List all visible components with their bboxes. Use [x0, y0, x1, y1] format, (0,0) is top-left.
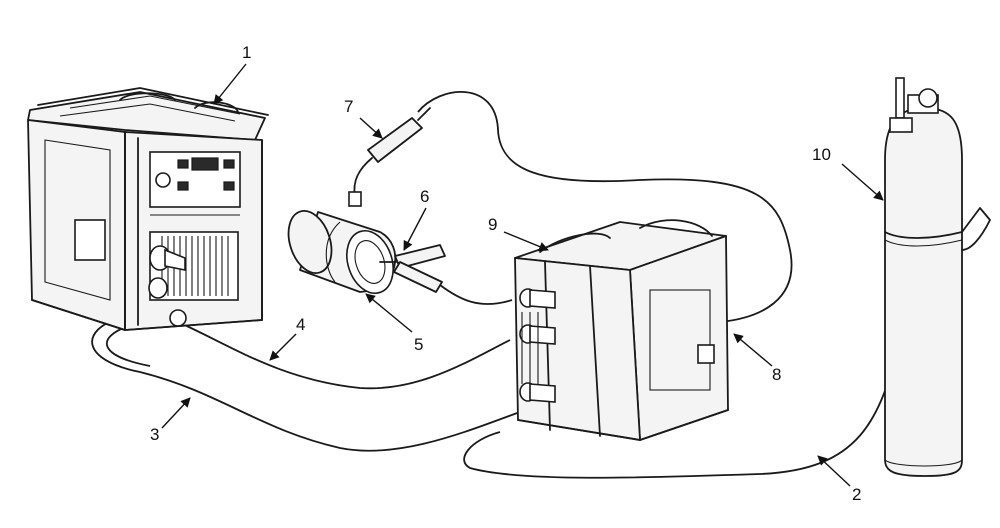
callout-7: 7	[344, 97, 353, 116]
callout-4: 4	[296, 315, 305, 334]
power-source	[27, 87, 269, 331]
callout-1: 1	[242, 43, 251, 62]
callouts: 1 7 10 6 9 4 5 8 3 2	[150, 43, 884, 504]
wire-feeder	[514, 219, 729, 441]
callout-9: 9	[488, 215, 497, 234]
callout-10: 10	[812, 145, 831, 164]
callout-3: 3	[150, 425, 159, 444]
cable-8	[417, 91, 793, 323]
tig-torch	[379, 244, 446, 293]
cable-3	[91, 317, 521, 452]
callout-6: 6	[420, 187, 429, 206]
cable-2	[463, 339, 901, 479]
workpiece-pipe	[287, 210, 397, 294]
cables	[91, 91, 901, 479]
cable-4	[177, 321, 511, 390]
cable-3-inner	[106, 325, 151, 367]
mig-gun	[348, 107, 431, 207]
callout-8: 8	[772, 365, 781, 384]
callout-2: 2	[852, 485, 861, 504]
gas-cylinder	[884, 77, 991, 477]
cable-6	[439, 284, 513, 305]
callout-5: 5	[414, 335, 423, 354]
